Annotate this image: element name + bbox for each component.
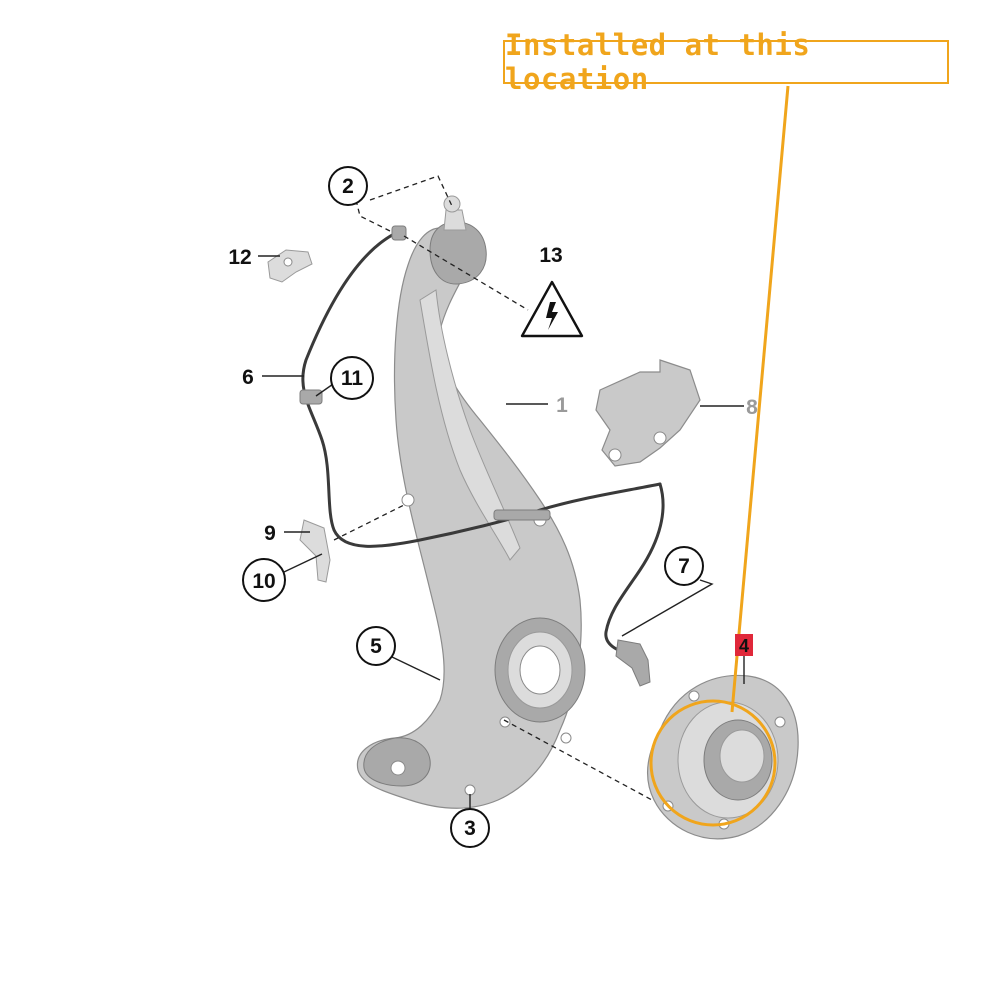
ball-joint (429, 195, 487, 285)
leader-lines (258, 175, 745, 812)
label-7: 7 (664, 546, 704, 586)
wheel-hub-part-4 (646, 674, 799, 840)
svg-text:3: 3 (464, 817, 476, 840)
installed-location-callout: Installed at this location (503, 28, 949, 96)
highlight-marker-4: 4 (735, 634, 753, 656)
label-3: 3 (450, 808, 490, 848)
bracket-part-8 (595, 359, 701, 467)
label-11: 11 (330, 356, 374, 400)
speed-sensor-part-7 (615, 639, 651, 687)
svg-text:11: 11 (341, 367, 364, 390)
label-6: 6 (242, 366, 254, 389)
label-5: 5 (356, 626, 396, 666)
label-13: 13 (539, 244, 562, 267)
steering-knuckle (356, 227, 586, 809)
highlight-circle (649, 699, 777, 827)
clip-part-12 (267, 249, 313, 283)
svg-text:5: 5 (370, 635, 382, 658)
label-1: 1 (556, 394, 568, 417)
label-10: 10 (242, 558, 286, 602)
callout-text: Installed at this location (505, 28, 811, 96)
label-12: 12 (228, 246, 251, 269)
sensor-cable (299, 225, 665, 658)
svg-text:4: 4 (739, 636, 749, 656)
label-2: 2 (328, 166, 368, 206)
label-8: 8 (746, 396, 758, 419)
svg-text:2: 2 (342, 175, 354, 198)
label-9: 9 (264, 522, 276, 545)
callout-annotation (649, 85, 790, 827)
bracket-part-9 (299, 519, 331, 583)
svg-text:10: 10 (252, 570, 275, 593)
svg-text:7: 7 (678, 555, 690, 578)
warning-triangle-icon (520, 280, 584, 338)
